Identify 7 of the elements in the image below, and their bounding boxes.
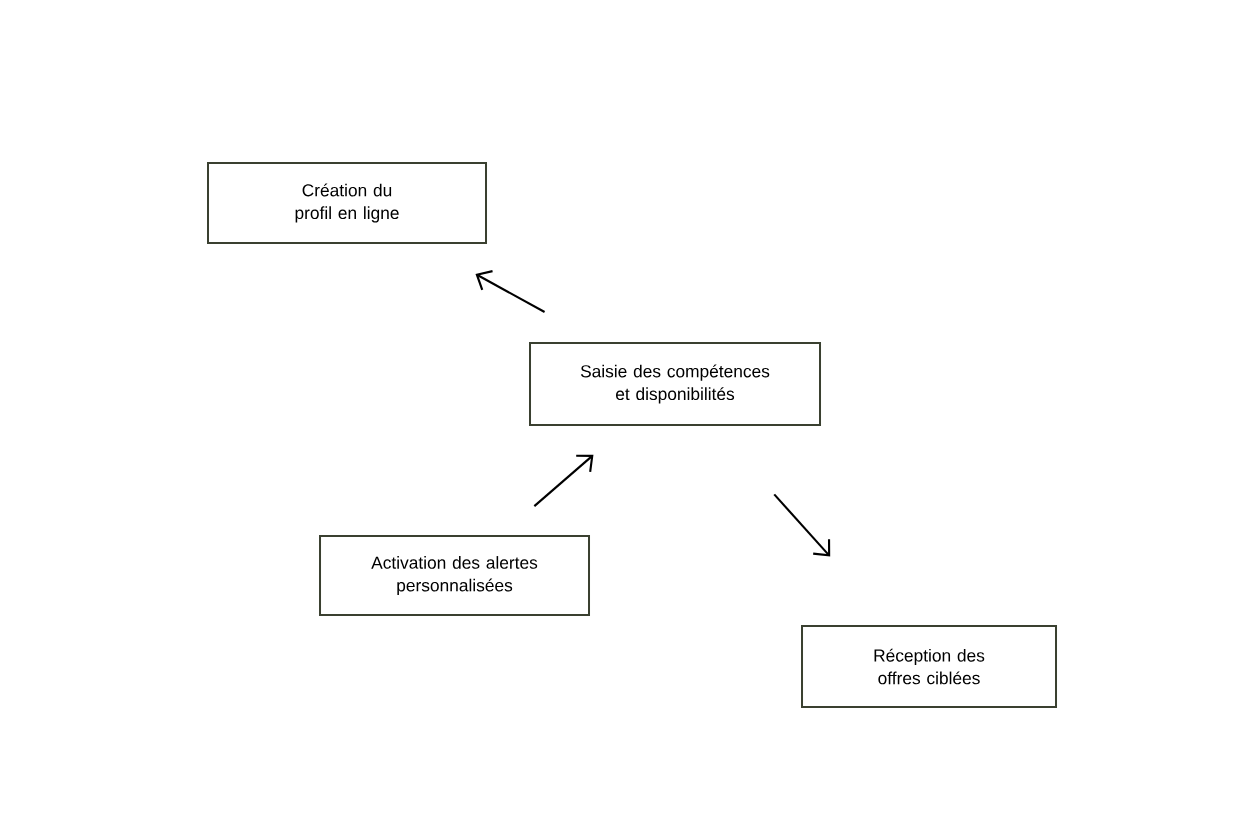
arrow: [773, 493, 831, 557]
process-box: Saisie des compétences et disponibilités: [529, 342, 821, 426]
arrow: [475, 270, 546, 313]
process-box: Réception des offres ciblées: [801, 625, 1057, 708]
process-box: Activation des alertes personnalisées: [319, 535, 590, 616]
arrow: [533, 454, 594, 507]
process-box: Création du profil en ligne: [207, 162, 487, 244]
